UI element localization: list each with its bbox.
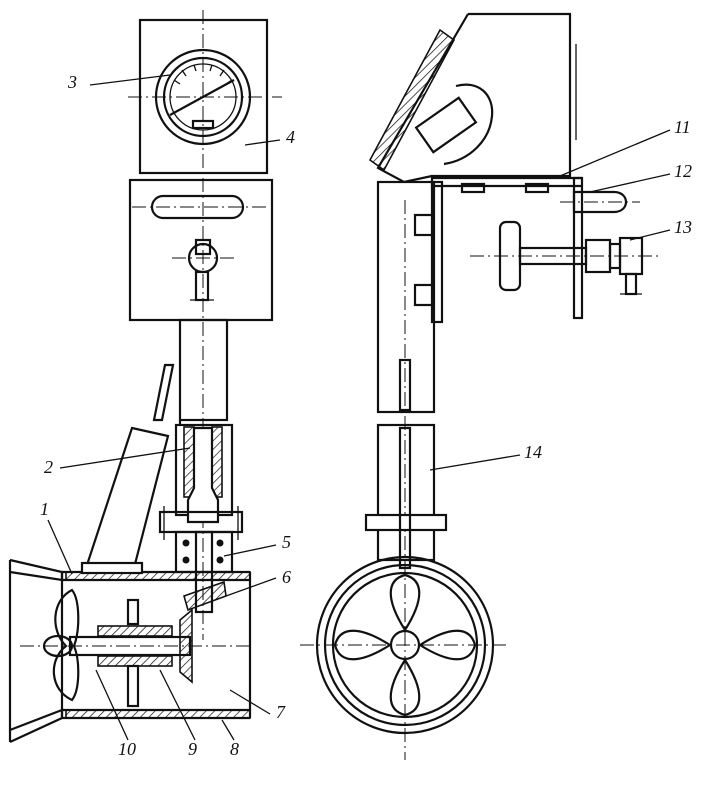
callout-4: 4 [286, 127, 295, 147]
callout-7: 7 [276, 702, 285, 722]
mount-post [376, 180, 436, 414]
callout-8: 8 [230, 739, 239, 759]
callout-3: 3 [68, 72, 77, 92]
callout-10: 10 [118, 739, 136, 759]
callout-6: 6 [282, 567, 291, 587]
lower-tube [376, 423, 436, 562]
callout-9: 9 [188, 739, 197, 759]
callout-13: 13 [674, 217, 692, 237]
callout-1: 1 [40, 499, 49, 519]
hollow-rod [178, 318, 229, 422]
callout-14: 14 [524, 442, 542, 462]
callout-11: 11 [674, 117, 691, 137]
worm-gear [183, 580, 227, 612]
body-tube [62, 561, 252, 720]
leader-lines [47, 74, 671, 741]
callout-2: 2 [44, 457, 53, 477]
right-view [300, 12, 660, 760]
callout-12: 12 [674, 161, 692, 181]
propeller [20, 588, 250, 702]
clamp-screw [470, 220, 660, 296]
adjust-knob [572, 190, 628, 214]
dial-gauge [128, 48, 282, 146]
callout-5: 5 [282, 532, 291, 552]
shaft-bearing [68, 598, 193, 708]
left-view [8, 10, 282, 743]
impeller-wheel [300, 555, 510, 735]
